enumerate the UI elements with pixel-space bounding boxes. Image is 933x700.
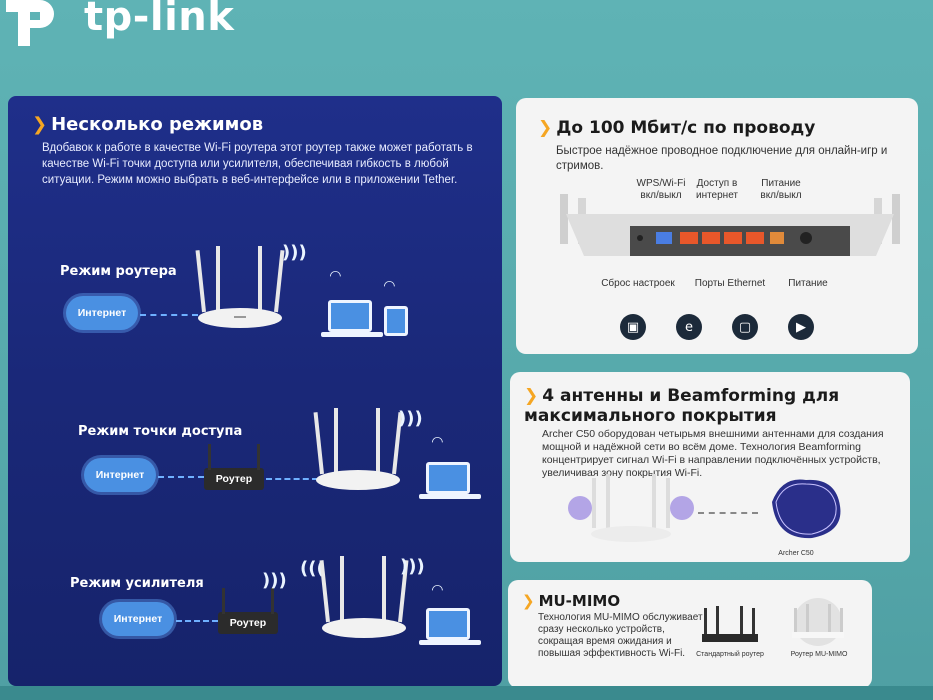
wired-title-text: До 100 Мбит/с по проводу — [556, 118, 816, 138]
laptop-icon — [419, 608, 481, 645]
internet-access-label: Доступ в интернет — [695, 178, 739, 201]
router-icon — [313, 408, 403, 490]
connection-line — [158, 476, 204, 478]
wps-label: WPS/Wi-Fi вкл/выкл — [636, 178, 686, 201]
brand-header: tp-link — [0, 0, 260, 48]
modes-description: Вдобавок к работе в качестве Wi-Fi роуте… — [42, 142, 473, 186]
connection-line — [140, 314, 198, 316]
box-bottom-edge — [0, 686, 933, 700]
chevron-right-icon: ❯ — [524, 386, 539, 406]
wifi-signal-icon: ))) — [400, 556, 425, 577]
mumimo-router-icon — [792, 598, 844, 646]
tp-link-logo-icon — [6, 0, 54, 46]
extender-mode-label: Режим усилителя — [70, 576, 204, 591]
wifi-icon: ◠ — [384, 278, 395, 294]
chevron-right-icon: ❯ — [538, 118, 553, 138]
computer-icon: ▢ — [732, 314, 758, 340]
coverage-map-icon — [772, 479, 841, 539]
laptop-icon — [419, 462, 481, 499]
internet-cloud: Интернет — [84, 450, 156, 492]
chevron-right-icon: ❯ — [32, 114, 48, 135]
wifi-signal-icon: ))) — [282, 242, 307, 263]
internet-cloud: Интернет — [102, 594, 174, 636]
chevron-right-icon: ❯ — [522, 592, 535, 610]
ethernet-label: Порты Ethernet — [694, 278, 766, 289]
standard-router-icon — [702, 606, 758, 642]
brand-name: tp-link — [84, 0, 235, 40]
mumimo-router-label: Роутер MU-MIMO — [790, 651, 848, 658]
ap-mode-label: Режим точки доступа — [78, 424, 243, 439]
wifi-icon: ◠ — [432, 434, 443, 450]
mumimo-card: ❯MU-MIMO Технология MU-MIMO обслуживает … — [508, 580, 872, 688]
connection-line — [176, 620, 218, 622]
connection-line — [698, 512, 758, 514]
mini-router-label: Роутер — [204, 444, 264, 490]
tv-icon: ▶ — [788, 314, 814, 340]
tablet-icon — [384, 306, 408, 336]
standard-router-label: Стандартный роутер — [696, 651, 764, 658]
antennas-title: ❯4 антенны и Beamforming для максимально… — [524, 386, 864, 426]
modes-panel: ❯Несколько режимов Вдобавок к работе в к… — [8, 96, 502, 686]
router-icon — [319, 556, 409, 638]
mumimo-title-text: MU-MIMO — [538, 592, 621, 610]
router-back-panel-icon — [560, 194, 900, 256]
wired-description: Быстрое надёжное проводное подключение д… — [556, 145, 888, 172]
mini-router-label: Роутер — [218, 588, 278, 634]
antennas-title-text: 4 антенны и Beamforming для максимальног… — [524, 386, 840, 426]
reset-label: Сброс настроек — [601, 278, 675, 289]
wired-card: ❯До 100 Мбит/с по проводу Быстрое надёжн… — [516, 98, 918, 354]
internet-cloud: Интернет — [66, 288, 138, 330]
wired-title: ❯До 100 Мбит/с по проводу — [538, 118, 815, 138]
modes-title: ❯Несколько режимов — [32, 114, 263, 135]
wifi-signal-icon: ((( — [300, 558, 325, 579]
wifi-signal-icon: ))) — [398, 408, 423, 429]
laptop-icon — [321, 300, 383, 337]
antennas-description: Archer C50 оборудован четырьмя внешними … — [542, 428, 884, 479]
modes-title-text: Несколько режимов — [51, 114, 264, 135]
antennas-card: ❯4 антенны и Beamforming для максимально… — [510, 372, 910, 562]
beamforming-router-icon — [568, 474, 694, 542]
browser-icon: e — [676, 314, 702, 340]
mumimo-description: Технология MU-MIMO обслуживает сразу нес… — [538, 612, 703, 659]
wifi-signal-icon: ))) — [262, 570, 287, 591]
connection-line — [266, 478, 318, 480]
router-icon — [195, 246, 285, 328]
power-switch-label: Питание вкл/выкл — [760, 178, 802, 201]
router-mode-label: Режим роутера — [60, 264, 177, 279]
archer-caption: Archer C50 — [778, 550, 814, 557]
wifi-icon: ◠ — [330, 268, 341, 284]
mumimo-title: ❯MU-MIMO — [522, 592, 620, 610]
wifi-icon: ◠ — [432, 582, 443, 598]
console-icon: ▣ — [620, 314, 646, 340]
power-label: Питание — [788, 278, 828, 289]
